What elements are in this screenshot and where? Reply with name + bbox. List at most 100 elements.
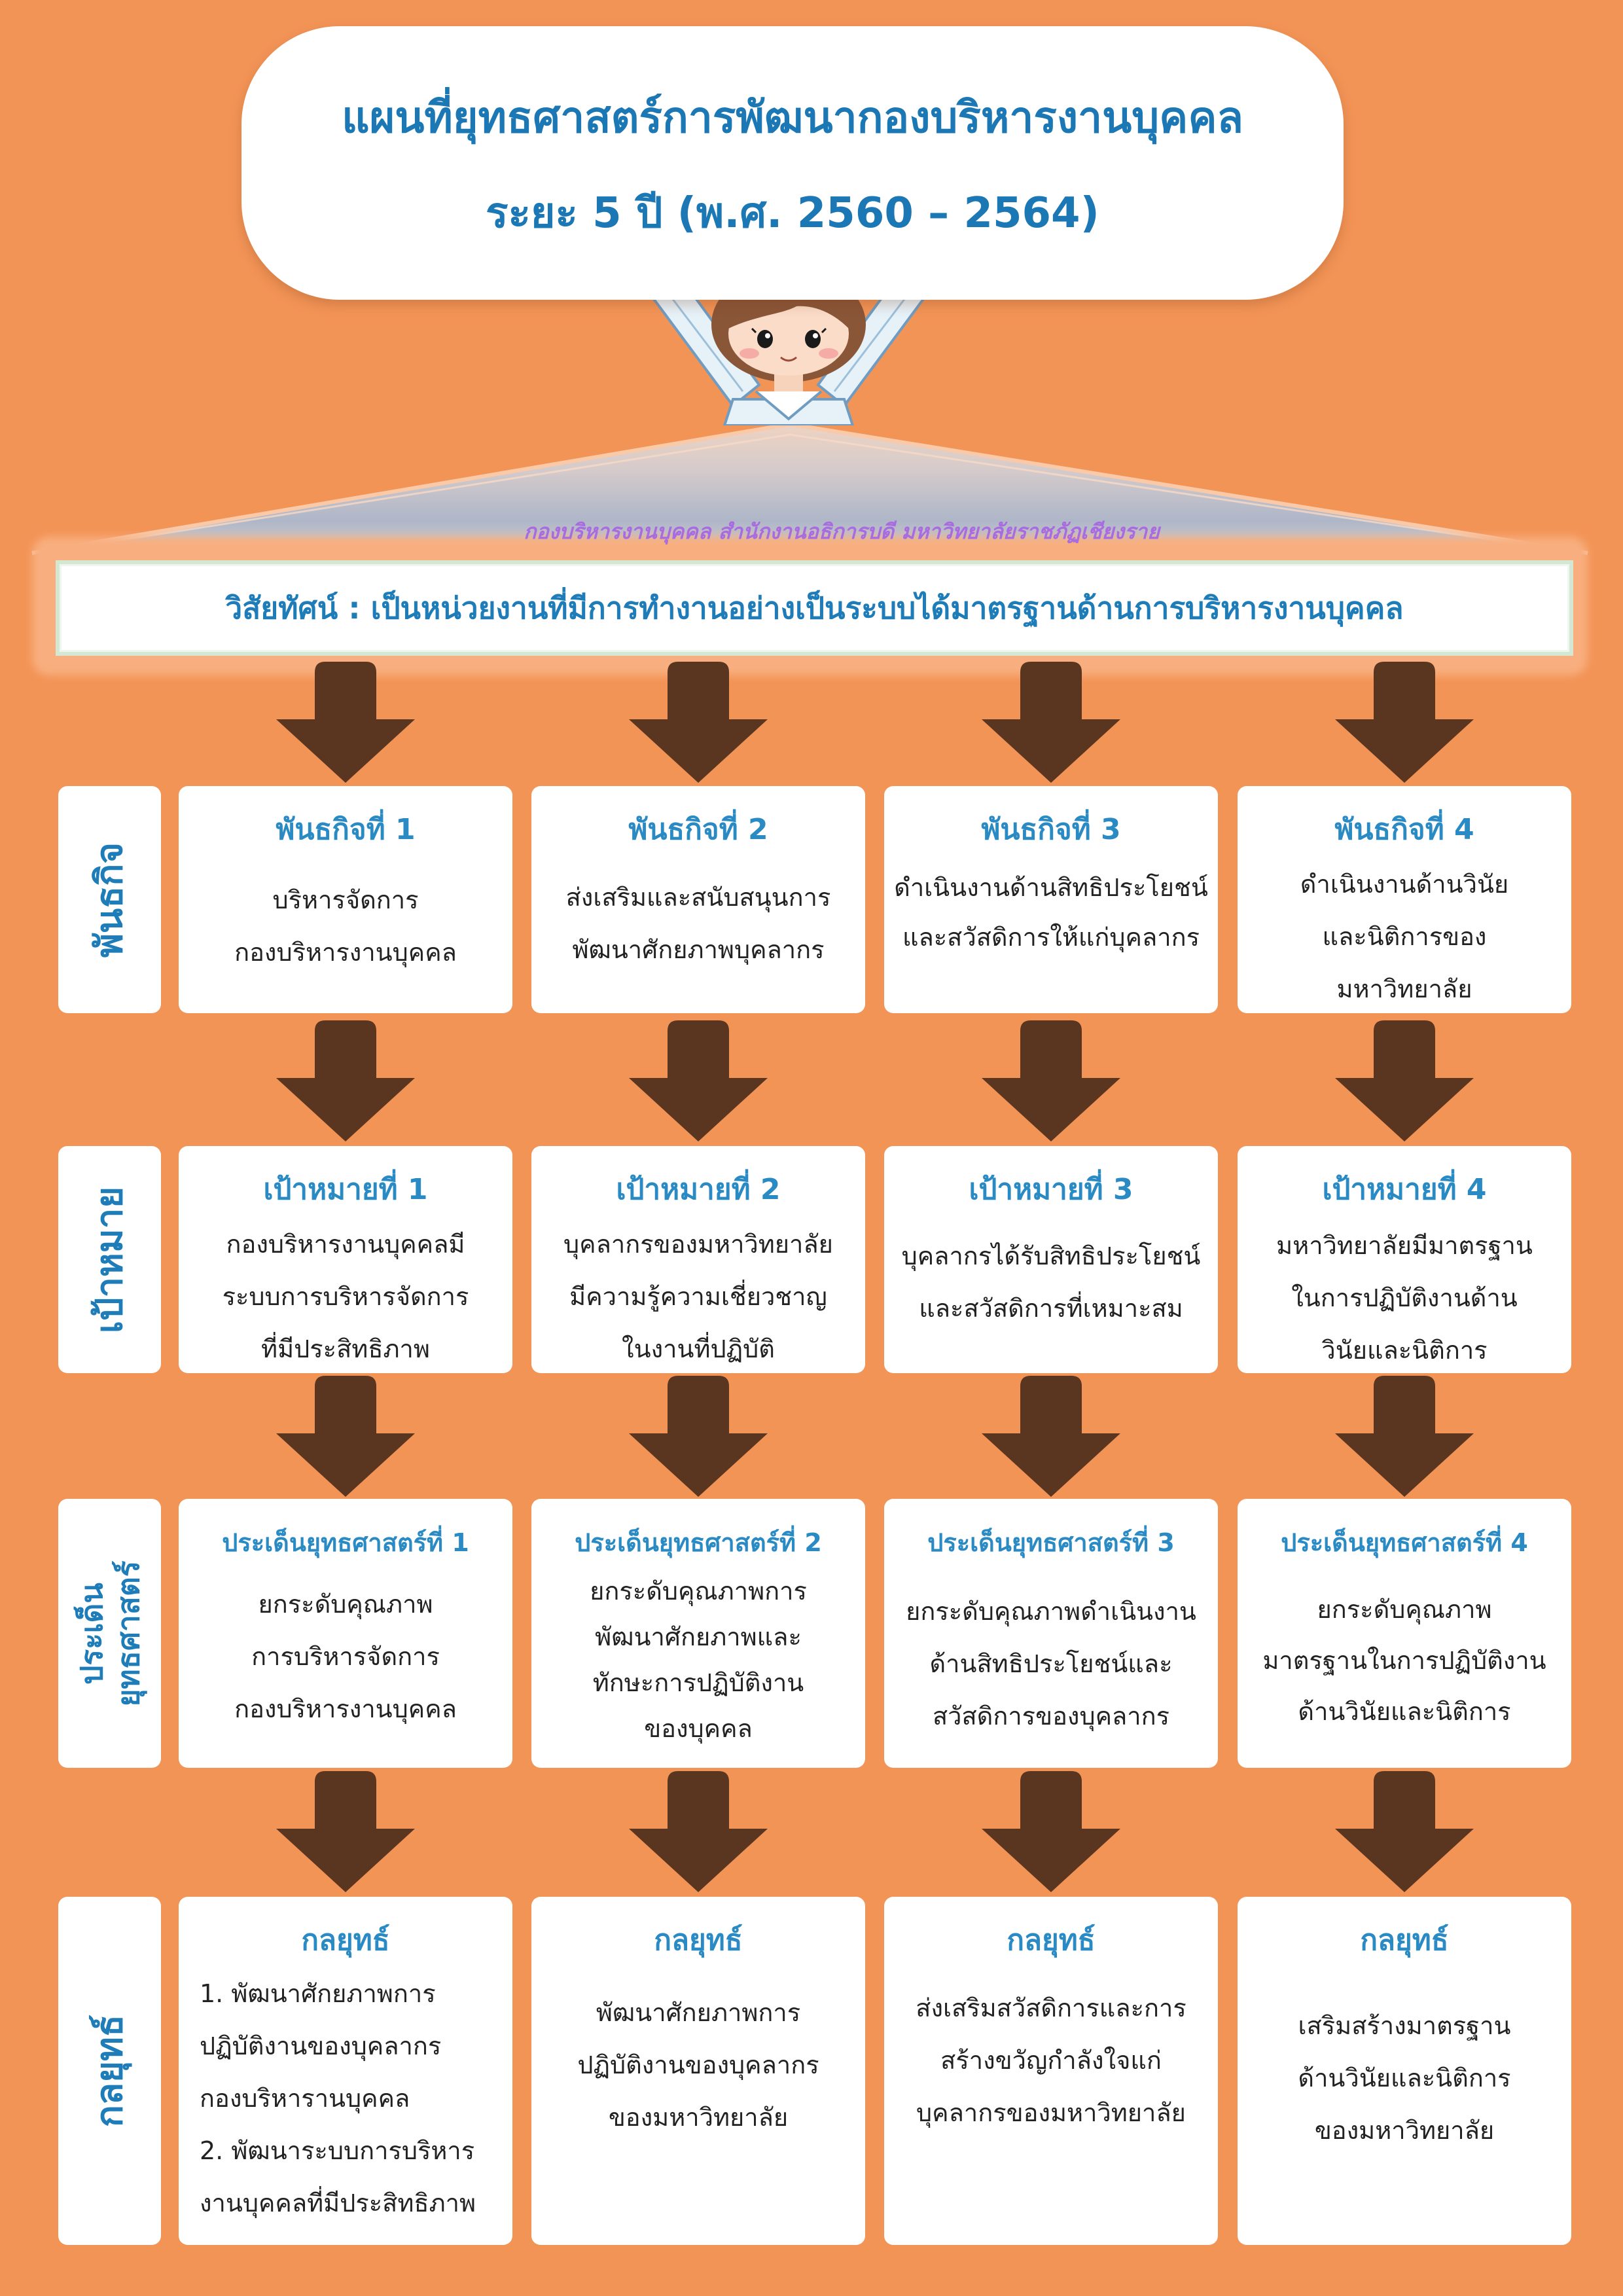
mission-text: ดำเนินงานด้านวินัย และนิติการของ มหาวิทย… — [1238, 858, 1571, 1015]
down-arrow-icon — [982, 662, 1120, 783]
text-line: ด้านวินัยและนิติการ — [1298, 1697, 1511, 1726]
text-line: และนิติการของ — [1322, 922, 1487, 951]
text-line: ของมหาวิทยาลัย — [1314, 2116, 1495, 2145]
text-line: มาตรฐานในการปฏิบัติงาน — [1262, 1646, 1546, 1675]
text-line: บุคลากรได้รับสิทธิประโยชน์ — [901, 1242, 1201, 1270]
row-label-text: เป้าหมาย — [88, 1186, 131, 1333]
text-line: มหาวิทยาลัย — [1336, 975, 1472, 1003]
text-line: ที่มีประสิทธิภาพ — [261, 1335, 430, 1363]
down-arrow-icon — [1335, 662, 1474, 783]
text-line: ทักษะการปฏิบัติงาน — [592, 1668, 804, 1697]
page-title: แผนที่ยุทธศาสตร์การพัฒนากองบริหารงานบุคค… — [342, 92, 1243, 143]
strategic-issue-heading: ประเด็นยุทธศาสตร์ที่ 2 — [575, 1528, 822, 1557]
text-line: มหาวิทยาลัยมีมาตรฐาน — [1276, 1231, 1533, 1260]
goal-card-1: เป้าหมายที่ 1 กองบริหารงานบุคคลมี ระบบกา… — [179, 1146, 512, 1373]
text-line: การบริหารจัดการ — [251, 1642, 440, 1671]
goal-heading: เป้าหมายที่ 2 — [616, 1173, 781, 1206]
goal-text: บุคลากรได้รับสิทธิประโยชน์ และสวัสดิการท… — [884, 1230, 1218, 1335]
text-line: ของมหาวิทยาลัย — [608, 2103, 789, 2132]
goal-text: บุคลากรของมหาวิทยาลัย มีความรู้ความเชี่ย… — [531, 1218, 865, 1375]
mission-text: บริหารจัดการ กองบริหารงานบุคคล — [179, 874, 512, 978]
row-label-mission: พันธกิจ — [58, 786, 161, 1013]
row-label-text: กลยุทธ์ — [88, 2014, 131, 2128]
text-line: พัฒนาศักยภาพการ — [596, 1998, 801, 2027]
goal-text: มหาวิทยาลัยมีมาตรฐาน ในการปฏิบัติงานด้าน… — [1238, 1219, 1571, 1376]
row-label-goal: เป้าหมาย — [58, 1146, 161, 1373]
down-arrow-icon — [1335, 1771, 1474, 1892]
vision-statement: วิสัยทัศน์ : เป็นหน่วยงานที่มีการทำงานอย… — [225, 590, 1404, 626]
text-line: วินัยและนิติการ — [1321, 1336, 1488, 1365]
strategic-issue-text: ยกระดับคุณภาพ มาตรฐานในการปฏิบัติงาน ด้า… — [1238, 1584, 1571, 1737]
goal-heading: เป้าหมายที่ 3 — [969, 1173, 1133, 1206]
down-arrow-icon — [629, 1020, 768, 1141]
row-label-strategic-issue: ประเด็น ยุทธศาสตร์ — [58, 1499, 161, 1768]
strategic-issue-card-3: ประเด็นยุทธศาสตร์ที่ 3 ยกระดับคุณภาพดำเน… — [884, 1499, 1218, 1768]
mission-heading: พันธกิจที่ 2 — [628, 813, 768, 846]
text-line: บุคลากรของมหาวิทยาลัย — [563, 1230, 833, 1259]
strategy-card-2: กลยุทธ์ พัฒนาศักยภาพการ ปฏิบัติงานของบุค… — [531, 1897, 865, 2245]
text-line: ดำเนินงานด้านวินัย — [1300, 870, 1509, 899]
strategy-heading: กลยุทธ์ — [301, 1924, 390, 1957]
text-line: พัฒนาศักยภาพและ — [595, 1623, 802, 1651]
strategy-heading: กลยุทธ์ — [654, 1924, 743, 1957]
mission-card-1: พันธกิจที่ 1 บริหารจัดการ กองบริหารงานบุ… — [179, 786, 512, 1013]
text-line: ปฏิบัติงานของบุคลากร — [577, 2051, 819, 2079]
mission-heading: พันธกิจที่ 1 — [276, 813, 416, 846]
text-line: ปฏิบัติงานของบุคลากร — [200, 2032, 442, 2060]
down-arrow-icon — [276, 1376, 415, 1497]
text-line: ส่งเสริมและสนับสนุนการ — [565, 883, 831, 912]
title-bubble: แผนที่ยุทธศาสตร์การพัฒนากองบริหารงานบุคค… — [241, 26, 1344, 300]
text-line: ส่งเสริมสวัสดิการและการ — [916, 1994, 1186, 2022]
down-arrow-icon — [276, 1771, 415, 1892]
text-line: กองบริหารงานบุคคลมี — [226, 1230, 465, 1259]
strategic-issue-heading: ประเด็นยุทธศาสตร์ที่ 1 — [222, 1528, 469, 1557]
down-arrow-icon — [982, 1020, 1120, 1141]
goal-heading: เป้าหมายที่ 4 — [1322, 1173, 1487, 1206]
down-arrow-icon — [982, 1771, 1120, 1892]
row-label-strategy: กลยุทธ์ — [58, 1897, 161, 2245]
vision-box: วิสัยทัศน์ : เป็นหน่วยงานที่มีการทำงานอย… — [56, 560, 1573, 656]
goal-heading: เป้าหมายที่ 1 — [263, 1173, 428, 1206]
down-arrow-icon — [629, 1771, 768, 1892]
text-line: 2. พัฒนาระบบการบริหาร — [200, 2136, 475, 2165]
mission-text: ส่งเสริมและสนับสนุนการ พัฒนาศักยภาพบุคลา… — [531, 871, 865, 976]
down-arrow-icon — [629, 662, 768, 783]
text-line: งานบุคคลที่มีประสิทธิภาพ — [200, 2189, 476, 2217]
text-line: กองบริหารงานบุคคล — [234, 1695, 457, 1723]
mission-text: ดำเนินงานด้านสิทธิประโยชน์ และสวัสดิการใ… — [884, 863, 1218, 962]
goal-card-4: เป้าหมายที่ 4 มหาวิทยาลัยมีมาตรฐาน ในการ… — [1238, 1146, 1571, 1373]
text-line: ดำเนินงานด้านสิทธิประโยชน์ — [894, 873, 1208, 902]
strategy-card-4: กลยุทธ์ เสริมสร้างมาตรฐาน ด้านวินัยและนิ… — [1238, 1897, 1571, 2245]
text-line: กองบริหารานบุคคล — [200, 2084, 410, 2113]
text-line: เสริมสร้างมาตรฐาน — [1298, 2011, 1511, 2040]
down-arrow-icon — [1335, 1020, 1474, 1141]
strategy-heading: กลยุทธ์ — [1360, 1924, 1449, 1957]
text-line: และสวัสดิการให้แก่บุคลากร — [902, 923, 1200, 952]
strategic-issue-card-1: ประเด็นยุทธศาสตร์ที่ 1 ยกระดับคุณภาพ การ… — [179, 1499, 512, 1768]
mission-card-4: พันธกิจที่ 4 ดำเนินงานด้านวินัย และนิติก… — [1238, 786, 1571, 1013]
text-line: ระบบการบริหารจัดการ — [222, 1282, 469, 1311]
text-line: ของบุคคล — [644, 1714, 753, 1743]
row-label-text: พันธกิจ — [88, 842, 131, 958]
strategy-heading: กลยุทธ์ — [1007, 1924, 1096, 1957]
row-label-text: ประเด็น ยุทธศาสตร์ — [73, 1560, 146, 1707]
strategic-issue-card-4: ประเด็นยุทธศาสตร์ที่ 4 ยกระดับคุณภาพ มาต… — [1238, 1499, 1571, 1768]
text-line: ด้านวินัยและนิติการ — [1298, 2064, 1511, 2092]
strategic-issue-text: ยกระดับคุณภาพ การบริหารจัดการ กองบริหารง… — [179, 1578, 512, 1735]
page-subtitle-period: ระยะ 5 ปี (พ.ศ. 2560 – 2564) — [486, 189, 1099, 238]
down-arrow-icon — [1335, 1376, 1474, 1497]
text-line: สร้างขวัญกำลังใจแก่ — [940, 2046, 1162, 2075]
strategic-issue-text: ยกระดับคุณภาพการ พัฒนาศักยภาพและ ทักษะกา… — [531, 1568, 865, 1751]
text-line: บริหารจัดการ — [272, 886, 419, 914]
strategy-text: ส่งเสริมสวัสดิการและการ สร้างขวัญกำลังใจ… — [884, 1982, 1218, 2139]
goal-text: กองบริหารงานบุคคลมี ระบบการบริหารจัดการ … — [179, 1218, 512, 1375]
strategic-issue-heading: ประเด็นยุทธศาสตร์ที่ 4 — [1281, 1528, 1528, 1557]
text-line: ด้านสิทธิประโยชน์และ — [929, 1649, 1173, 1678]
text-line: มีความรู้ความเชี่ยวชาญ — [569, 1282, 827, 1311]
mission-heading: พันธกิจที่ 4 — [1334, 813, 1474, 846]
text-line: ยกระดับคุณภาพการ — [590, 1577, 807, 1605]
text-line: 1. พัฒนาศักยภาพการ — [200, 1979, 436, 2008]
goal-card-2: เป้าหมายที่ 2 บุคลากรของมหาวิทยาลัย มีคว… — [531, 1146, 865, 1373]
strategy-card-3: กลยุทธ์ ส่งเสริมสวัสดิการและการ สร้างขวั… — [884, 1897, 1218, 2245]
